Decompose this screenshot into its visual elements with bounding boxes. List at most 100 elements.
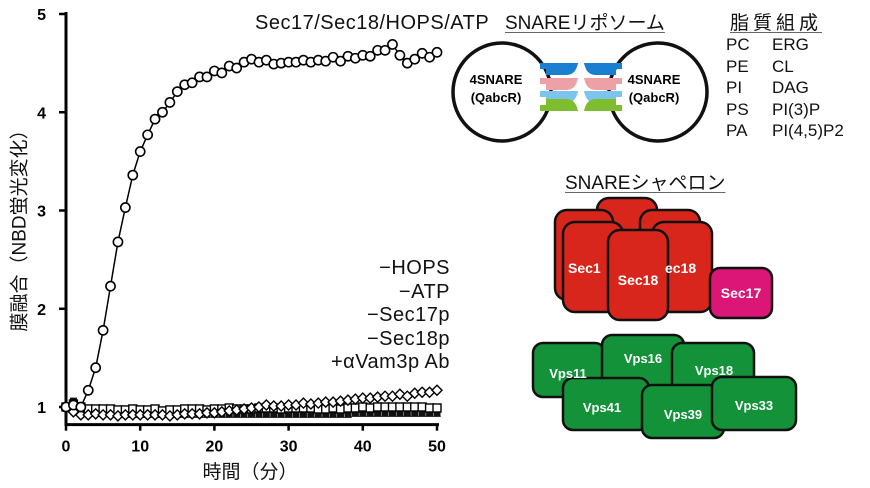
liposome-title: SNAREリポソーム (505, 13, 665, 34)
x-tick-label: 40 (354, 439, 372, 456)
data-point-filled-square (374, 409, 382, 417)
y-tick-label: 3 (37, 204, 46, 221)
snare-proteins (540, 63, 622, 111)
data-point-filled-square (262, 410, 270, 418)
lipid-name: PI(4,5)P2 (772, 121, 844, 140)
data-point-circle (112, 236, 124, 248)
snare-helix-left (540, 78, 579, 90)
data-point-circle (171, 86, 183, 98)
data-point-circle (149, 113, 161, 125)
lipid-name: PE (726, 56, 749, 76)
hops-subunit-label: Vps41 (583, 400, 621, 415)
lipid-name: PI(3)P (772, 99, 821, 119)
data-point-filled-square (277, 410, 285, 418)
data-point-filled-square (255, 410, 263, 418)
sec17-protein (708, 266, 774, 320)
data-point-circle (409, 53, 421, 65)
data-point-circle (231, 62, 243, 74)
snare-helix-right (583, 78, 622, 90)
chaperone-title: SNAREシャペロン (565, 173, 726, 194)
hops-subunit-label: Vps33 (735, 398, 773, 413)
legend-entry: −Sec17p (366, 304, 450, 326)
legend-entry: −Sec18p (366, 327, 450, 350)
hops-subunit-label: Vps39 (664, 407, 702, 422)
lipid-title: 脂質組成 (730, 13, 823, 34)
x-tick-label: 0 (62, 439, 71, 456)
data-point-circle (105, 280, 116, 292)
data-point-circle (134, 146, 146, 157)
y-tick-label: 1 (37, 400, 46, 417)
hops-subunit-label: Vps11 (549, 366, 587, 381)
data-point-square (432, 403, 442, 413)
data-point-filled-square (337, 410, 345, 418)
data-point-circle (335, 55, 346, 67)
data-point-circle (216, 67, 228, 79)
lipid-name: PS (726, 99, 749, 119)
x-tick-label: 10 (131, 439, 149, 456)
legend-entry: −ATP (398, 280, 450, 303)
data-point-circle (387, 39, 398, 50)
snare-helix-right (583, 99, 622, 111)
data-point-diamond (260, 399, 273, 412)
legend-entry: +αVam3p Ab (330, 351, 450, 373)
lipid-name: DAG (772, 78, 809, 97)
data-point-circle (97, 324, 109, 336)
snare-helix-left (540, 63, 579, 75)
data-point-filled-square (314, 410, 322, 418)
lipid-name: ERG (772, 35, 809, 54)
x-tick-label: 20 (206, 439, 224, 456)
data-point-filled-square (388, 409, 396, 417)
data-point-filled-square (366, 409, 374, 417)
sec18-label: Sec1 (568, 260, 601, 276)
data-point-circle (90, 362, 102, 374)
data-point-filled-square (329, 410, 337, 418)
data-point-diamond (156, 408, 169, 421)
sec18-hexamer (553, 196, 714, 322)
liposome-right-label: 4SNARE (628, 72, 681, 87)
sec18-label: ec18 (665, 260, 696, 276)
liposome-left-sublabel: (QabcR) (471, 90, 522, 105)
chart-marks (60, 39, 443, 422)
data-point-filled-square (418, 409, 426, 417)
snare-helix-right (583, 63, 622, 75)
legend-entry: −HOPS (379, 257, 450, 279)
data-point-filled-square (403, 409, 411, 417)
snare-helix-left (540, 99, 579, 111)
data-point-circle (164, 97, 176, 108)
lipid-name: PI (726, 78, 743, 97)
data-point-diamond (104, 408, 117, 421)
lipid-name: PC (726, 35, 750, 54)
lipid-name: PA (726, 121, 748, 140)
x-axis-label: 時間（分） (202, 462, 298, 483)
liposome-right-sublabel: (QabcR) (629, 90, 680, 105)
data-point-circle (82, 384, 94, 396)
data-point-filled-square (322, 410, 330, 418)
data-point-filled-square (299, 410, 307, 418)
sec18-label: Sec18 (618, 272, 659, 288)
x-tick-label: 50 (428, 439, 446, 456)
hops-subunit-vps33 (710, 375, 798, 432)
chart-legend: −HOPS −ATP −Sec17p −Sec18p +αVam3p Ab (331, 257, 450, 375)
sec18-subunit (606, 228, 670, 322)
sec17-label: Sec17 (721, 285, 762, 301)
hops-subunit-label: Vps16 (624, 351, 662, 366)
y-tick-label: 2 (37, 302, 46, 319)
data-point-circle (119, 202, 131, 213)
data-point-circle (127, 169, 139, 181)
data-point-circle (186, 77, 198, 89)
data-point-circle (201, 71, 213, 83)
chart-title: Sec17/Sec18/HOPS/ATP (255, 12, 490, 34)
data-point-filled-square (359, 409, 367, 417)
data-point-filled-square (381, 409, 389, 417)
liposome-left-label: 4SNARE (470, 72, 523, 87)
data-point-circle (394, 49, 406, 61)
data-point-diamond (89, 407, 102, 420)
data-point-filled-square (292, 410, 300, 418)
data-point-filled-square (426, 409, 434, 417)
data-point-circle (157, 106, 168, 118)
y-tick-label: 5 (37, 7, 46, 24)
